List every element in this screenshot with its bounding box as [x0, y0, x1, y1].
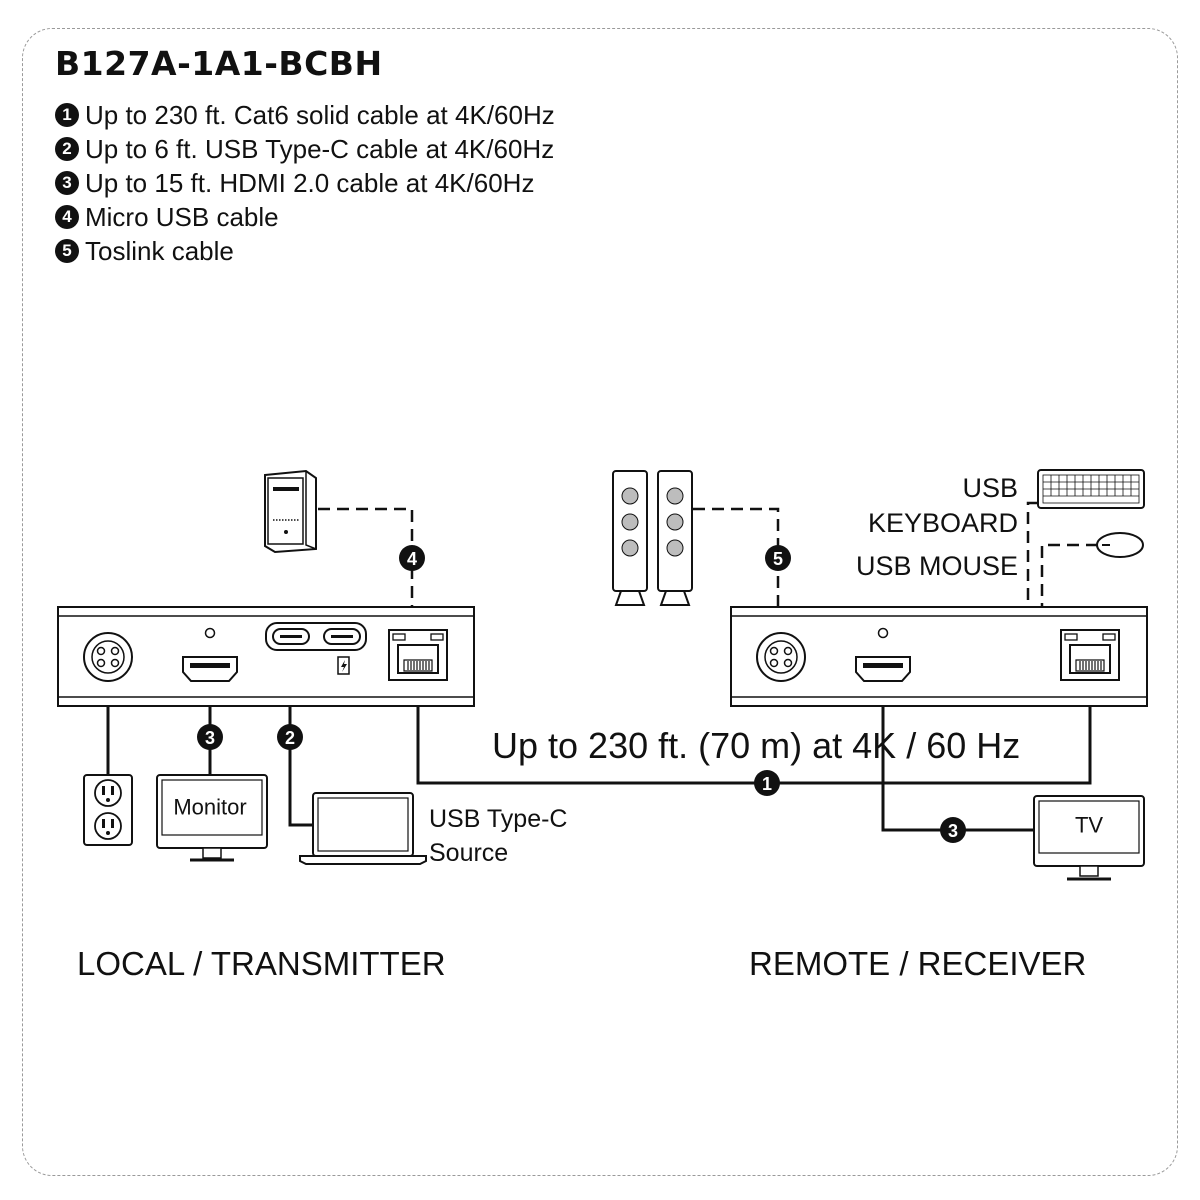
speakers-icon	[612, 470, 693, 606]
usbc-ports-icon	[265, 622, 367, 651]
monitor-label: Monitor	[173, 795, 246, 820]
status-led-icon	[204, 627, 216, 639]
hdmi-port-icon	[855, 656, 911, 682]
tv-icon: TV	[1033, 795, 1145, 881]
microusb-cable	[318, 507, 414, 607]
power-port-icon	[756, 632, 806, 682]
mouse-icon	[1096, 532, 1144, 558]
cable-badge-4-label: 4	[407, 549, 417, 569]
diagram-frame	[22, 28, 1178, 1176]
cable-badge-3-local-label: 3	[205, 728, 215, 748]
keyboard-cable	[1026, 501, 1038, 607]
laptop-icon	[299, 792, 427, 865]
legend-text-1: Up to 230 ft. Cat6 solid cable at 4K/60H…	[85, 99, 555, 130]
cable-badge-2: 2	[277, 724, 303, 750]
hdmi-port-icon	[182, 656, 238, 682]
cable-badge-5-label: 5	[773, 549, 783, 569]
keyboard-label-line1: USB	[962, 473, 1018, 503]
rj45-port-icon	[1060, 629, 1120, 681]
distance-label: Up to 230 ft. (70 m) at 4K / 60 Hz	[492, 725, 1020, 766]
tv-label: TV	[1075, 813, 1103, 838]
power-delivery-icon	[337, 656, 350, 675]
transmitter-unit	[57, 606, 475, 707]
keyboard-icon	[1037, 469, 1145, 509]
usbc-cable	[288, 650, 313, 827]
legend-number-1: 1	[55, 103, 79, 127]
pc-tower-icon	[264, 469, 317, 554]
toslink-cable	[693, 507, 780, 607]
right-speaker-icon	[657, 470, 693, 606]
cable-badge-4: 4	[399, 545, 425, 571]
legend-text-2: Up to 6 ft. USB Type-C cable at 4K/60Hz	[85, 133, 555, 164]
rj45-port-icon	[388, 629, 448, 681]
legend-number-3: 3	[55, 171, 79, 195]
receiver-unit	[730, 606, 1148, 707]
cable-badge-3-remote: 3	[940, 817, 966, 843]
remote-receiver-label: REMOTE / RECEIVER	[749, 945, 1086, 982]
legend-text-5: Toslink cable	[85, 235, 234, 266]
cable-badge-3-remote-label: 3	[948, 821, 958, 841]
cable-badge-1: 1	[754, 770, 780, 796]
cable-badge-3-local: 3	[197, 724, 223, 750]
mouse-label: USB MOUSE	[856, 551, 1018, 581]
left-speaker-icon	[612, 470, 648, 606]
model-title: B127A-1A1-BCBH	[55, 44, 383, 83]
cable-badge-5: 5	[765, 545, 791, 571]
mouse-cable	[1040, 543, 1098, 607]
cable-badge-1-label: 1	[762, 774, 772, 794]
status-led-icon	[877, 627, 889, 639]
cable-badge-2-label: 2	[285, 728, 295, 748]
local-transmitter-label: LOCAL / TRANSMITTER	[77, 945, 446, 982]
legend-number-2: 2	[55, 137, 79, 161]
hdmi-cable-remote	[881, 680, 1035, 832]
legend-text-3: Up to 15 ft. HDMI 2.0 cable at 4K/60Hz	[85, 167, 535, 198]
monitor-icon: Monitor	[156, 774, 268, 862]
legend-number-5: 5	[55, 239, 79, 263]
power-port-icon	[83, 632, 133, 682]
source-label-line2: Source	[429, 839, 508, 867]
legend-number-4: 4	[55, 205, 79, 229]
source-label-line1: USB Type-C	[429, 805, 567, 833]
legend-text-4: Micro USB cable	[85, 201, 279, 232]
power-outlet-icon	[83, 774, 133, 846]
keyboard-label-line2: KEYBOARD	[868, 508, 1018, 538]
